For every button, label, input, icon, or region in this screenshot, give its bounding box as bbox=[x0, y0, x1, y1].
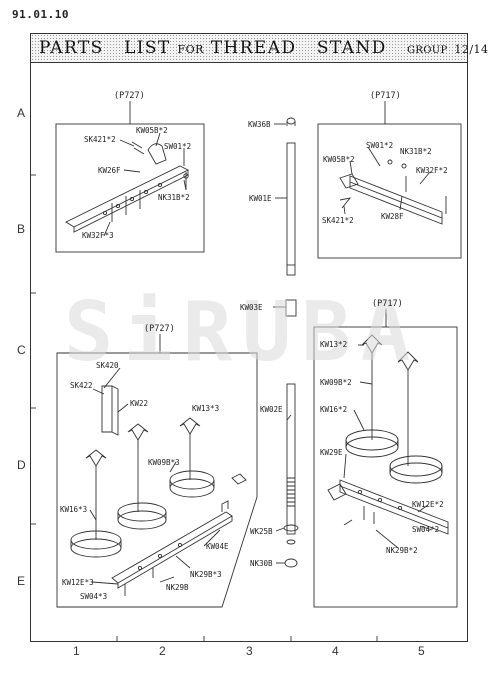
part-label: SK422 bbox=[70, 381, 93, 390]
panel-bottom-right-frame bbox=[313, 326, 458, 608]
part-label: KW22 bbox=[130, 399, 149, 408]
part-label: KW09B*3 bbox=[148, 458, 180, 467]
row-label-a: A bbox=[17, 106, 26, 120]
part-label: KW28F bbox=[381, 212, 404, 221]
part-label: NK31B*2 bbox=[158, 193, 190, 202]
part-label: SK421*2 bbox=[84, 135, 116, 144]
title-word-thread: THREAD bbox=[210, 38, 297, 58]
top-right-ref: (P717) bbox=[370, 91, 401, 101]
top-left-ref: (P727) bbox=[114, 91, 145, 101]
part-label: KW09B*2 bbox=[320, 378, 352, 387]
part-label: SK421*2 bbox=[322, 216, 354, 225]
part-label: KW36B bbox=[248, 120, 271, 129]
title-word-stand: STAND bbox=[316, 38, 387, 58]
part-label: NK30B bbox=[250, 559, 273, 568]
col-label-3: 3 bbox=[246, 644, 253, 658]
part-label: KW16*2 bbox=[320, 405, 348, 414]
row-label-e: E bbox=[17, 574, 26, 588]
part-label: KW32F*3 bbox=[82, 231, 114, 240]
row-label-d: D bbox=[17, 458, 26, 472]
title-word-for: FOR bbox=[177, 43, 204, 56]
part-label: SW04*3 bbox=[80, 592, 108, 601]
part-label: SW04*2 bbox=[412, 525, 440, 534]
row-label-c: C bbox=[17, 343, 26, 357]
panel-bottom-left-frame bbox=[56, 352, 258, 608]
part-label: KW03E bbox=[240, 303, 263, 312]
part-label: NK31B*2 bbox=[400, 147, 432, 156]
watermark-text: SiRUBA bbox=[64, 285, 420, 380]
col-label-5: 5 bbox=[418, 644, 425, 658]
part-label: NK29B bbox=[166, 583, 189, 592]
part-label: SK420 bbox=[96, 361, 119, 370]
watermark-logo: SiRUBA bbox=[64, 285, 410, 380]
part-label: KW29E bbox=[320, 448, 343, 457]
panel-top-right-frame bbox=[317, 123, 462, 259]
part-label: KW32F*2 bbox=[416, 166, 448, 175]
document-date: 91.01.10 bbox=[12, 8, 69, 21]
part-label: KW04E bbox=[206, 542, 229, 551]
col-label-4: 4 bbox=[332, 644, 339, 658]
part-label: NK29B*3 bbox=[190, 570, 222, 579]
col-label-2: 2 bbox=[159, 644, 166, 658]
part-label: NK29B*2 bbox=[386, 546, 418, 555]
part-label: KW13*3 bbox=[192, 404, 220, 413]
part-label: KW12E*2 bbox=[412, 500, 444, 509]
title-word-parts: PARTS bbox=[39, 38, 104, 58]
part-label: SW01*2 bbox=[164, 142, 192, 151]
part-label: SW01*2 bbox=[366, 141, 394, 150]
drawing-frame bbox=[30, 61, 468, 642]
bottom-right-ref: (P717) bbox=[372, 299, 403, 309]
part-label: KW05B*2 bbox=[323, 155, 355, 164]
bottom-left-ref: (P727) bbox=[144, 324, 175, 334]
part-label: KW12E*3 bbox=[62, 578, 94, 587]
col-label-1: 1 bbox=[73, 644, 80, 658]
part-label: KW02E bbox=[260, 405, 283, 414]
title-word-list: LIST bbox=[124, 38, 171, 58]
group-word: GROUP bbox=[407, 45, 448, 56]
part-label: KW01E bbox=[249, 194, 272, 203]
part-label: KW05B*2 bbox=[136, 126, 168, 135]
part-label: WK25B bbox=[250, 527, 273, 536]
part-label: KW13*2 bbox=[320, 340, 348, 349]
part-label: KW26F bbox=[98, 166, 121, 175]
page-title: PARTS LIST FOR THREAD STAND GROUP 12/14 bbox=[39, 38, 489, 58]
title-bar: PARTS LIST FOR THREAD STAND GROUP 12/14 bbox=[30, 33, 488, 63]
part-label: KW16*3 bbox=[60, 505, 88, 514]
group-number: 12/14 bbox=[454, 43, 489, 56]
row-label-b: B bbox=[17, 222, 26, 236]
